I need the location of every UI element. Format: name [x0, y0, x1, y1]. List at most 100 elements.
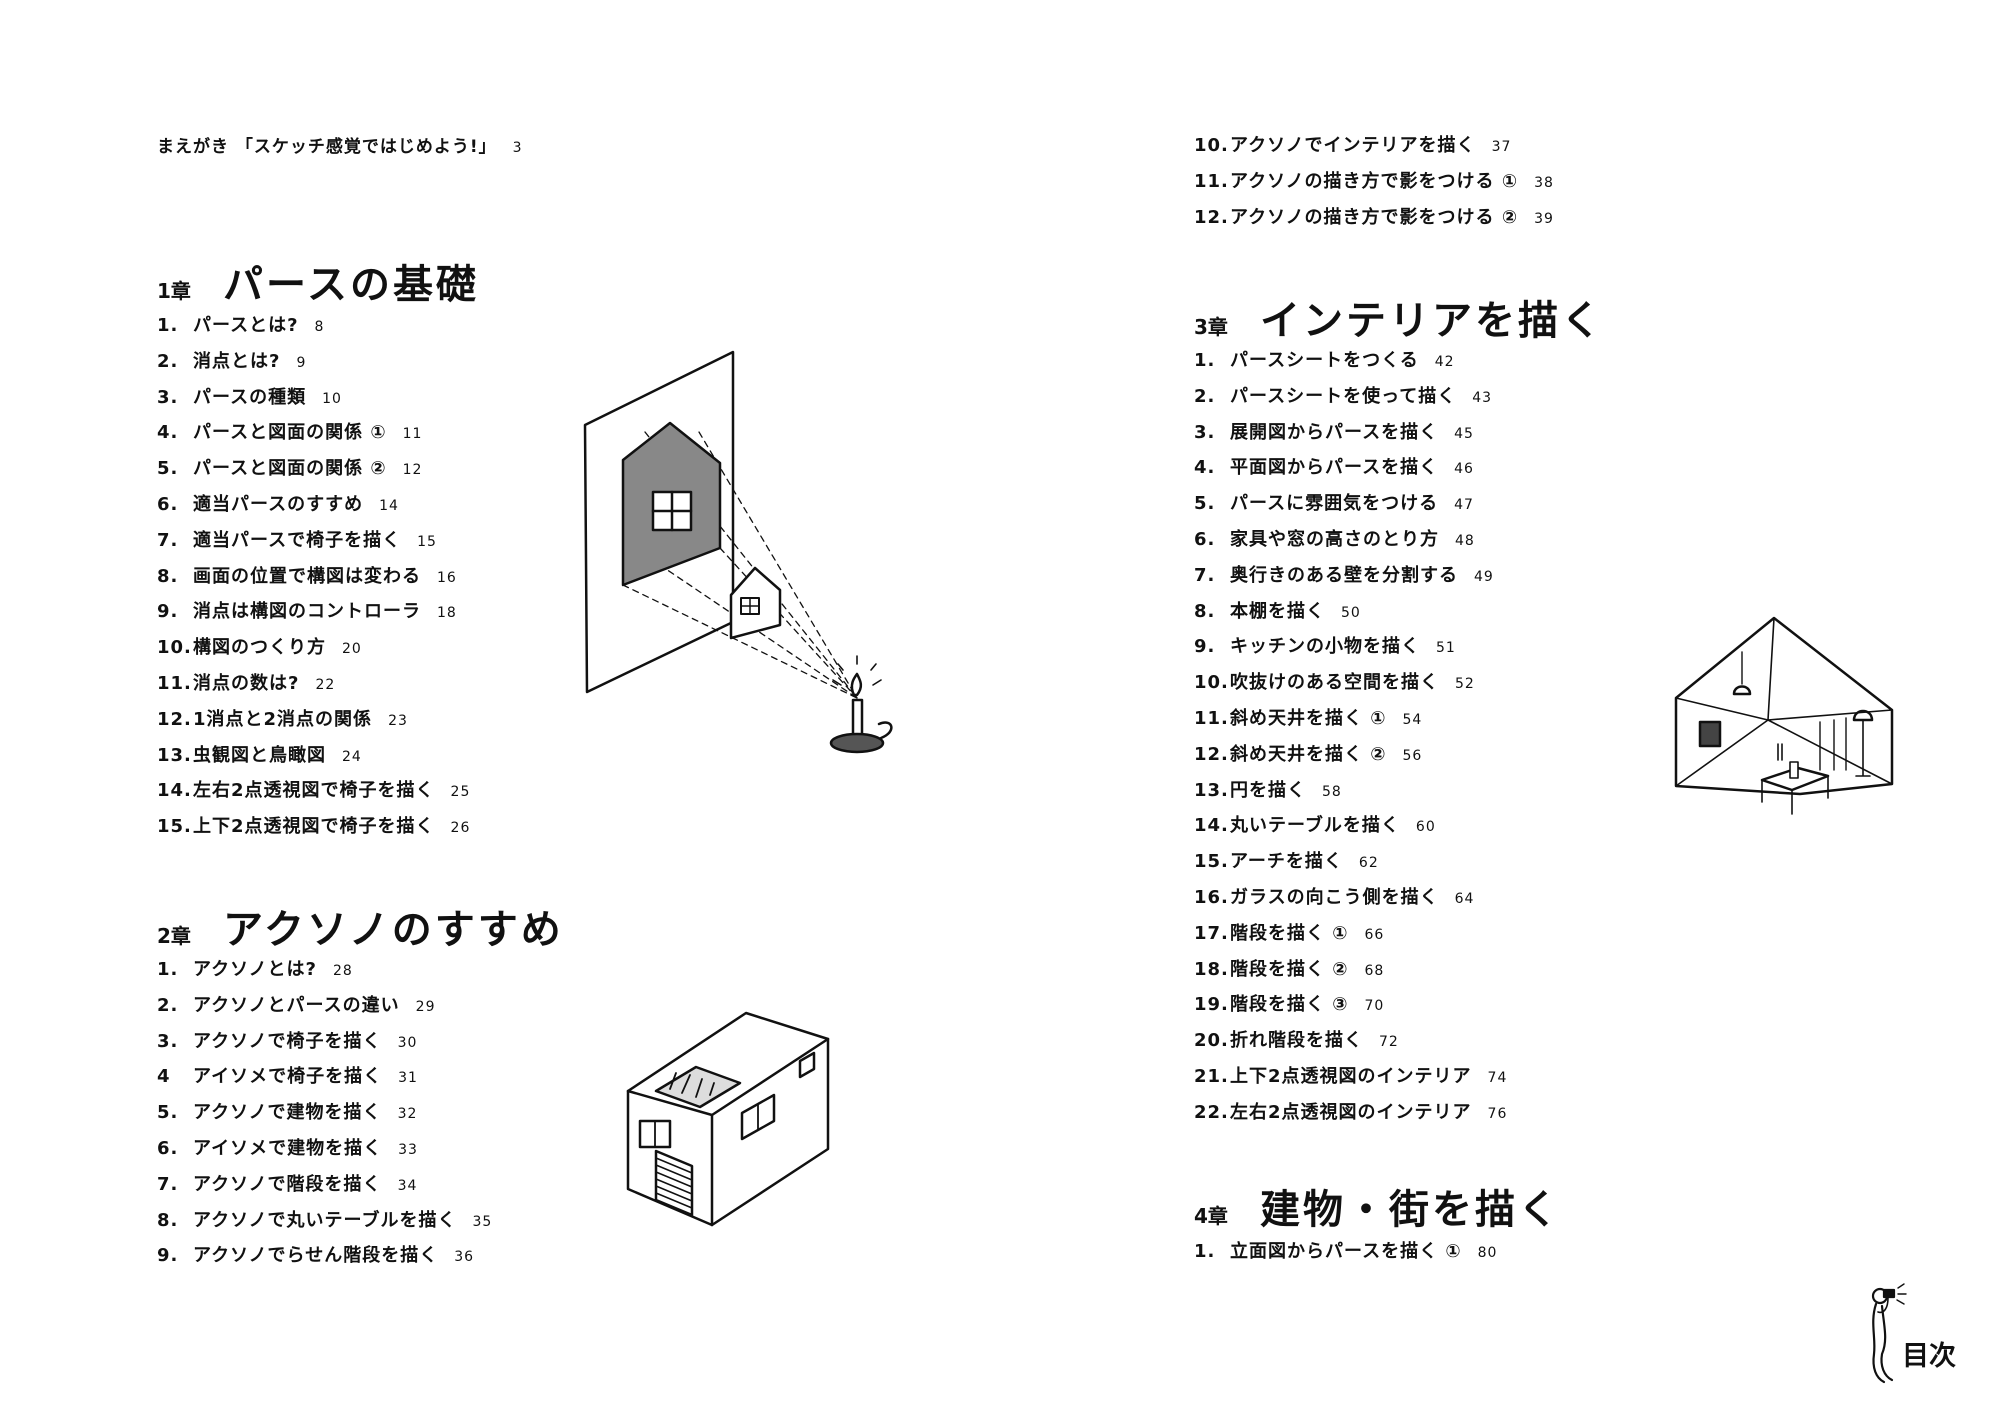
entry-page: 23: [388, 712, 408, 729]
entry-page: 43: [1472, 389, 1493, 406]
entry-number: 16.: [1194, 886, 1229, 908]
entry-number: 9.: [157, 1245, 179, 1267]
entry-page: 37: [1491, 139, 1512, 155]
entry-label: アクソノの描き方で影をつける ①: [1230, 170, 1519, 192]
preface-page: 3: [512, 140, 523, 156]
entry-label: 適当パースのすすめ: [193, 493, 364, 515]
entry-label: 平面図からパースを描く: [1230, 457, 1439, 479]
chapter-title: 建物・街を描く: [1260, 1187, 1561, 1233]
entry-page: 54: [1402, 711, 1423, 728]
preface-entry: まえがき 「スケッチ感覚ではじめよう!」3: [157, 132, 523, 157]
entry-number: 9.: [1194, 636, 1216, 658]
entry-number: 7.: [1194, 564, 1216, 586]
entry-page: 35: [472, 1213, 493, 1230]
entry-label: アーチを描く: [1230, 851, 1343, 873]
entry-number: 4.: [1194, 457, 1216, 479]
entry-label: アイソメで建物を描く: [193, 1137, 383, 1159]
entry-page: 29: [415, 998, 436, 1015]
entry-label: パースに雰囲気をつける: [1230, 493, 1439, 515]
entry-number: 19.: [1194, 994, 1229, 1016]
entry-page: 50: [1341, 604, 1361, 621]
entry-label: 階段を描く ①: [1230, 922, 1349, 944]
entry-label: 適当パースで椅子を描く: [193, 529, 402, 551]
entry-label: パースシートを使って描く: [1230, 385, 1457, 407]
entry-page: 47: [1454, 497, 1474, 514]
entry-page: 51: [1436, 640, 1456, 657]
entry-page: 10: [322, 390, 342, 407]
entry-page: 24: [342, 748, 362, 765]
entry-number: 10.: [157, 637, 192, 659]
entry-page: 25: [450, 784, 471, 801]
toc-entry: 9. キッチンの小物を描く 51: [1194, 629, 1507, 665]
toc-entry: 1.パースとは?8: [157, 308, 470, 344]
chapter-number: 3章: [1194, 315, 1228, 339]
entry-page: 8: [314, 319, 325, 335]
entry-number: 8.: [1194, 600, 1216, 622]
entry-page: 66: [1364, 926, 1385, 943]
entry-label: アクソノでらせん階段を描く: [193, 1245, 439, 1267]
entry-label: パースの種類: [193, 386, 307, 408]
chapter-title: パースの基礎: [223, 262, 479, 308]
entry-page: 18: [437, 605, 457, 622]
entry-number: 10.: [1194, 135, 1229, 156]
chapter-3-heading: 3章 インテリアを描く: [1194, 288, 1604, 346]
entry-label: 消点とは?: [193, 350, 281, 372]
entry-label: 立面図からパースを描く ①: [1230, 1241, 1462, 1262]
chapter-title: インテリアを描く: [1260, 298, 1604, 344]
entry-number: 14.: [157, 780, 192, 802]
entry-label: パースと図面の関係 ①: [193, 422, 387, 444]
entry-page: 80: [1477, 1245, 1498, 1261]
entry-page: 62: [1358, 855, 1379, 872]
entry-page: 49: [1474, 568, 1494, 585]
entry-page: 28: [333, 963, 353, 979]
entry-label: アクソノで階段を描く: [193, 1173, 382, 1195]
entry-label: 展開図からパースを描く: [1230, 421, 1439, 443]
entry-page: 58: [1322, 783, 1342, 800]
entry-label: 画面の位置で構図は変わる: [193, 565, 421, 587]
entry-label: アイソメで椅子を描く: [193, 1066, 383, 1088]
entry-label: キッチンの小物を描く: [1230, 636, 1420, 658]
entry-number: 11.: [157, 672, 192, 694]
entry-label: 奥行きのある壁を分割する: [1230, 564, 1458, 586]
entry-page: 70: [1364, 998, 1385, 1015]
entry-number: 13.: [1194, 779, 1229, 801]
chapter-number: 2章: [157, 924, 191, 948]
entry-page: 15: [417, 533, 437, 550]
entry-label: 左右2点透視図で椅子を描く: [193, 780, 435, 802]
entry-label: アクソノの描き方で影をつける ②: [1230, 206, 1519, 228]
entry-page: 64: [1454, 890, 1475, 907]
perspective-projection-illustration: [583, 350, 893, 754]
entry-label: アクソノとパースの違い: [193, 994, 400, 1016]
entry-page: 11: [402, 426, 423, 443]
entry-label: 折れ階段を描く: [1230, 1030, 1363, 1052]
entry-number: 2.: [157, 350, 179, 372]
entry-number: 7.: [157, 1173, 179, 1195]
entry-label: 階段を描く ③: [1230, 994, 1349, 1016]
entry-number: 15.: [157, 816, 192, 838]
